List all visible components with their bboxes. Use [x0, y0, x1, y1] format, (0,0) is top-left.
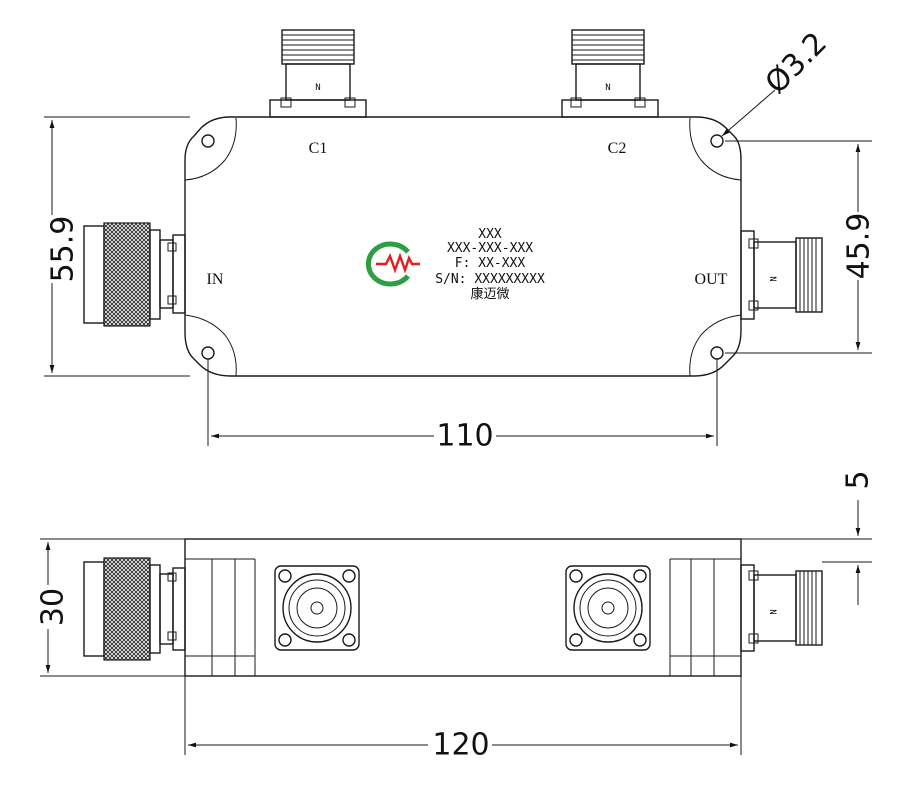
- c2-flange: [565, 565, 651, 651]
- label-line-1: XXX: [478, 227, 502, 242]
- port-label-c2: C2: [608, 140, 627, 157]
- out-mark: N: [767, 276, 777, 281]
- label-line-4: S/N: XXXXXXXXX: [435, 272, 545, 287]
- mount-hole-tr: [710, 134, 724, 148]
- dim-hole-spacing-vertical: 45.9: [842, 213, 877, 280]
- out-side-mark: N: [767, 609, 777, 614]
- dim-hole-spacing-horizontal: 110: [436, 419, 493, 454]
- top-right-ear: [689, 117, 742, 181]
- c1-flange: [274, 565, 360, 651]
- in-connector-side: [83, 557, 186, 661]
- c2-mark: N: [605, 83, 610, 93]
- top-left-ear: [184, 117, 237, 181]
- dim-thickness: 30: [36, 588, 71, 626]
- c1-connector: N: [269, 29, 367, 118]
- dim-overall-length: 120: [432, 728, 489, 763]
- bottom-right-ear: [689, 314, 742, 377]
- label-line-2: XXX-XXX-XXX: [447, 241, 533, 256]
- in-connector: [83, 222, 186, 327]
- brand-logo: [365, 241, 420, 287]
- dim-hole-diameter: Ø3.2: [759, 26, 834, 101]
- out-connector: N: [740, 230, 823, 320]
- port-label-c1: C1: [309, 140, 328, 157]
- label-line-3: F: XX-XXX: [455, 256, 526, 271]
- top-view: N N: [38, 26, 877, 454]
- port-label-in: IN: [207, 271, 224, 288]
- port-label-out: OUT: [695, 271, 728, 288]
- c2-connector: N: [561, 29, 659, 118]
- bottom-left-ear: [184, 314, 237, 377]
- side-view: N 30 5 120: [34, 470, 876, 763]
- dim-overall-height: 55.9: [46, 216, 81, 283]
- mount-hole-tl: [201, 134, 215, 148]
- mount-hole-bl: [201, 346, 215, 360]
- dim-top-offset: 5: [841, 470, 876, 489]
- out-connector-side: N: [740, 564, 823, 652]
- c1-mark: N: [315, 83, 320, 93]
- side-body-outline: [184, 538, 742, 677]
- label-brand: 康迈微: [470, 286, 509, 302]
- top-body-outline: [184, 116, 742, 377]
- mount-hole-br: [710, 346, 724, 360]
